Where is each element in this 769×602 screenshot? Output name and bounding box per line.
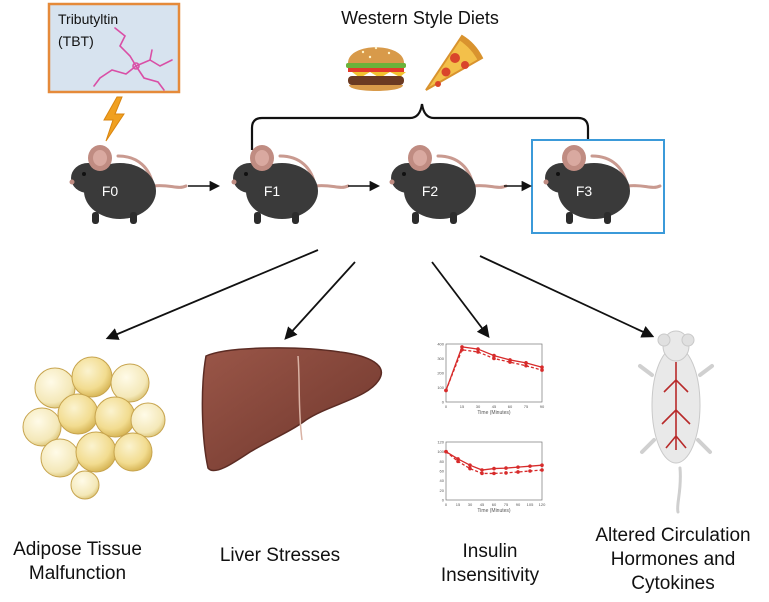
glucose-chart-data-point [540,368,544,372]
glucose-chart-xtick: 0 [445,404,448,409]
glucose-chart-xtick: 45 [492,404,497,409]
insulin-chart-data-point [444,449,448,454]
insulin-chart-data-point [480,471,484,476]
burger-icon [346,46,406,91]
insulin-chart-ytick: 80 [440,459,445,464]
glucose-chart-data-point [444,388,448,393]
glucose-chart-data-point [524,363,528,368]
glucose-chart-xtick: 75 [524,404,529,409]
insulin-chart-data-point [492,471,496,476]
glucose-chart-data-point [540,365,544,370]
mouse-f0: F0 [68,143,188,226]
generation-label-f1: F1 [264,183,281,199]
insulin-chart-ytick: 100 [437,449,444,454]
insulin-chart-data-point [516,470,520,474]
glucose-chart-data-point [524,361,528,365]
glucose-chart-data-point [492,353,496,358]
insulin-chart-xtick: 105 [527,502,534,507]
diet-bracket [250,103,590,150]
pizza-icon [425,34,484,91]
arrow-to-circulation [479,255,655,338]
insulin-chart-data-point [528,464,532,468]
label-adipose: Adipose Tissue Malfunction [13,539,142,584]
label-circulation: Altered Circulation Hormones and Cytokin… [595,525,751,594]
arrow-to-liver [284,261,356,340]
mouse-f2: F2 [388,143,508,226]
glucose-chart-data-point [460,348,464,352]
tbt-panel: Tributyltin (TBT) [47,2,181,94]
liver-icon [201,347,383,472]
insulin-chart-data-point [492,466,496,471]
insulin-chart-xtick: 60 [492,502,497,507]
insulin-chart-xtick: 75 [504,502,509,507]
generation-label-f0: F0 [102,183,119,199]
insulin-chart-xtick: 120 [539,502,546,507]
glucose-chart-xtick: 90 [540,404,545,409]
glucose-chart-ytick: 200 [437,371,444,376]
lightning-icon [103,96,125,142]
diagram-title: Western Style Diets [341,8,499,28]
insulin-chart-data-point [504,466,508,470]
insulin-chart-xtick: 0 [445,502,448,507]
insulin-chart-xtick: 45 [480,502,485,507]
glucose-chart-xtick: 60 [508,404,513,409]
insulin-chart-data-point [504,471,508,475]
insulin-chart-ytick: 0 [442,498,445,503]
glucose-chart-data-point [476,347,480,351]
glucose-chart-xtick: 30 [476,404,481,409]
glucose-chart-ytick: 100 [437,385,444,390]
insulin-chart-data-point [516,465,520,469]
mouse-f3: F3 [542,143,662,226]
glucose-chart-xlabel: Time (Minutes) [477,410,510,416]
mouse-f1: F1 [230,143,350,226]
label-insulin: Insulin Insensitivity [440,541,540,586]
glucose-chart-data-point [460,345,464,349]
tbt-label-line1: Tributyltin [58,11,118,27]
insulin-chart-data-point [468,466,472,471]
glucose-chart-series-line [445,346,543,391]
insulin-chart-data-point [480,468,484,472]
glucose-chart-xtick: 15 [460,404,465,409]
insulin-chart-data-point [468,463,472,468]
glucose-chart-ytick: 400 [437,342,444,347]
glucose-chart-data-point [476,350,480,354]
insulin-chart-data-point [456,459,460,464]
tbt-molecule-icon [93,27,173,91]
insulin-chart-ytick: 60 [440,469,445,474]
label-liver: Liver Stresses [219,545,341,566]
tbt-label-line2: (TBT) [58,33,94,49]
fat-cells-icon [22,356,166,500]
insulin-chart-data-point [540,468,544,472]
glucose-chart-data-point [492,356,496,361]
mouse-anatomy-icon [638,330,714,514]
insulin-chart-xtick: 30 [468,502,473,507]
insulin-chart-ytick: 40 [440,478,445,483]
insulin-chart-data-point [540,463,544,468]
insulin-chart-xtick: 15 [456,502,461,507]
insulin-chart-ytick: 120 [437,440,444,445]
arrow-to-insulin [431,261,490,339]
generation-label-f3: F3 [576,183,593,199]
glucose-chart-ytick: 0 [442,400,445,405]
arrow-to-adipose [105,249,319,340]
glucose-chart-data-point [508,360,512,364]
generation-label-f2: F2 [422,183,439,199]
insulin-chart-data-point [528,469,532,473]
insulin-chart-frame [445,441,543,501]
glucose-chart-ytick: 300 [437,356,444,361]
insulin-chart-xtick: 90 [516,502,521,507]
insulin-chart-series-line [445,451,543,475]
insulin-chart-ytick: 20 [440,488,445,493]
glucose-chart-frame [445,343,543,403]
insulin-chart-xlabel: Time (Minutes) [477,508,510,514]
